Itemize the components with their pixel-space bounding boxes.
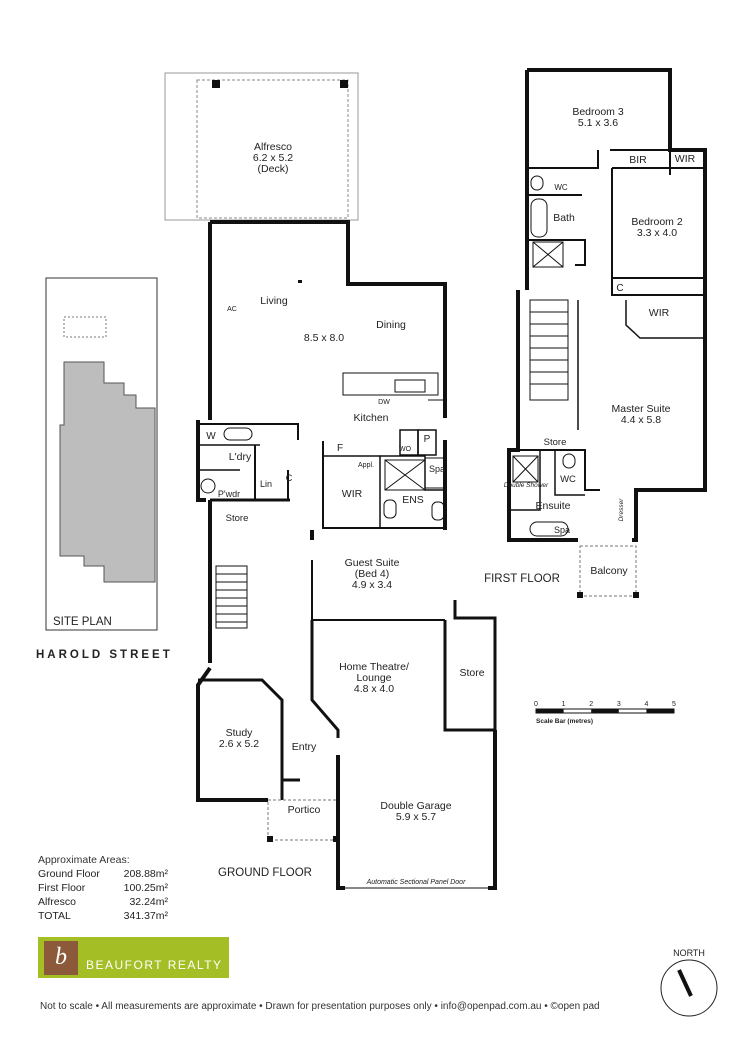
- first-floor-plan: [507, 68, 707, 598]
- living-size: 8.5 x 8.0: [304, 332, 344, 344]
- cupboard-label: C: [286, 473, 293, 483]
- upper-wc-label: WC: [554, 183, 568, 192]
- ground-floor-title: GROUND FLOOR: [218, 867, 312, 879]
- dishwasher-label: DW: [378, 399, 390, 406]
- ensuite-wc-label: WC: [560, 474, 576, 485]
- north-label: NORTH: [673, 948, 705, 958]
- study-size: 2.6 x 5.2: [219, 738, 259, 750]
- logo-mark: b: [44, 940, 78, 975]
- ground-wir-label: WIR: [342, 488, 363, 500]
- areas-heading: Approximate Areas:: [38, 854, 130, 866]
- kitchen-label: Kitchen: [353, 412, 388, 424]
- master-wir-label: WIR: [649, 307, 670, 319]
- scale-tick-3: 3: [617, 701, 621, 708]
- living-label: Living: [260, 295, 288, 307]
- bedroom-3-size: 5.1 x 3.6: [578, 117, 618, 129]
- ground-spa-label: Spa: [429, 464, 445, 474]
- fridge-label: F: [337, 443, 343, 454]
- washer-label: W: [206, 431, 216, 442]
- alfresco-note: (Deck): [258, 163, 289, 175]
- master-suite-label: Master Suite: [612, 403, 671, 415]
- master-suite-size: 4.4 x 5.8: [621, 414, 661, 426]
- area-row: Ground Floor 208.88m²: [38, 867, 168, 881]
- agency-logo: b BEAUFORT REALTY: [38, 937, 229, 978]
- entry-label: Entry: [292, 741, 317, 753]
- north-indicator: NORTH: [659, 948, 719, 1018]
- scale-tick-5: 5: [672, 701, 676, 708]
- area-label: First Floor: [38, 882, 86, 894]
- upper-spa-label: Spa: [554, 525, 570, 535]
- guest-suite-note: (Bed 4): [355, 568, 389, 580]
- appliance-label: Appl.: [358, 462, 374, 469]
- portico-label: Portico: [288, 804, 321, 816]
- area-label: Ground Floor: [38, 868, 100, 880]
- guest-suite-size: 4.9 x 3.4: [352, 579, 392, 591]
- scale-bar-label: Scale Bar (metres): [536, 718, 593, 725]
- ensuite-label: Ensuite: [535, 500, 570, 512]
- disclaimer-footer: Not to scale • All measurements are appr…: [40, 1001, 600, 1012]
- upper-store-label: Store: [544, 437, 567, 448]
- garage-label: Double Garage: [380, 800, 451, 812]
- approximate-areas: Approximate Areas: Ground Floor 208.88m²…: [38, 853, 168, 923]
- bedroom-3-label: Bedroom 3: [572, 106, 624, 118]
- ground-floor-plan: [164, 72, 497, 890]
- balcony-label: Balcony: [590, 565, 628, 577]
- site-plan: SITE PLAN: [45, 277, 158, 631]
- bedroom-2-size: 3.3 x 4.0: [637, 227, 677, 239]
- area-row: First Floor 100.25m²: [38, 881, 168, 895]
- area-label: Alfresco: [38, 896, 76, 908]
- store-label-2: Store: [459, 667, 484, 679]
- site-plan-title: SITE PLAN: [53, 616, 112, 628]
- study-label: Study: [226, 727, 254, 739]
- theatre-label: Home Theatre/: [339, 661, 409, 673]
- pantry-label: P: [424, 434, 431, 445]
- scale-bar: 0 1 2 3 4 5 Scale Bar (metres): [534, 701, 676, 725]
- garage-size: 5.9 x 5.7: [396, 811, 436, 823]
- theatre-label-2: Lounge: [356, 672, 391, 684]
- area-value: 32.24m²: [129, 896, 168, 908]
- upper-wir-label: WIR: [675, 153, 696, 165]
- scale-tick-0: 0: [534, 701, 538, 708]
- scale-tick-2: 2: [589, 701, 593, 708]
- dresser-label: Dresser: [618, 498, 625, 522]
- area-label: TOTAL: [38, 910, 71, 922]
- compass-icon: [660, 959, 718, 1017]
- scale-tick-1: 1: [562, 701, 566, 708]
- store-label-1: Store: [226, 513, 249, 524]
- ens-label: ENS: [402, 494, 424, 506]
- area-row: TOTAL 341.37m²: [38, 909, 168, 923]
- air-con-label: AC: [227, 306, 237, 313]
- scale-tick-4: 4: [644, 701, 648, 708]
- bedroom-2-label: Bedroom 2: [631, 216, 683, 228]
- theatre-size: 4.8 x 4.0: [354, 683, 394, 695]
- alfresco-size: 6.2 x 5.2: [253, 152, 293, 164]
- alfresco-label: Alfresco: [254, 141, 292, 153]
- bir-label: BIR: [629, 154, 647, 166]
- linen-label: Lin: [260, 479, 272, 489]
- area-row: Alfresco 32.24m²: [38, 895, 168, 909]
- guest-suite-label: Guest Suite: [345, 557, 400, 569]
- garage-door-label: Automatic Sectional Panel Door: [366, 879, 466, 886]
- agency-name: BEAUFORT REALTY: [86, 957, 223, 972]
- upper-cupboard-label: C: [616, 283, 623, 294]
- laundry-label: L'dry: [229, 451, 252, 463]
- street-name: HAROLD STREET: [36, 649, 173, 661]
- first-floor-title: FIRST FLOOR: [484, 573, 560, 585]
- powder-room-label: P'wdr: [218, 489, 240, 499]
- area-value: 100.25m²: [123, 882, 168, 894]
- area-value: 208.88m²: [123, 868, 168, 880]
- area-value: 341.37m²: [123, 910, 168, 922]
- bath-label: Bath: [553, 212, 575, 224]
- wall-oven-label: WO: [399, 446, 412, 453]
- double-shower-label: Double Shower: [504, 482, 549, 489]
- dining-label: Dining: [376, 319, 406, 331]
